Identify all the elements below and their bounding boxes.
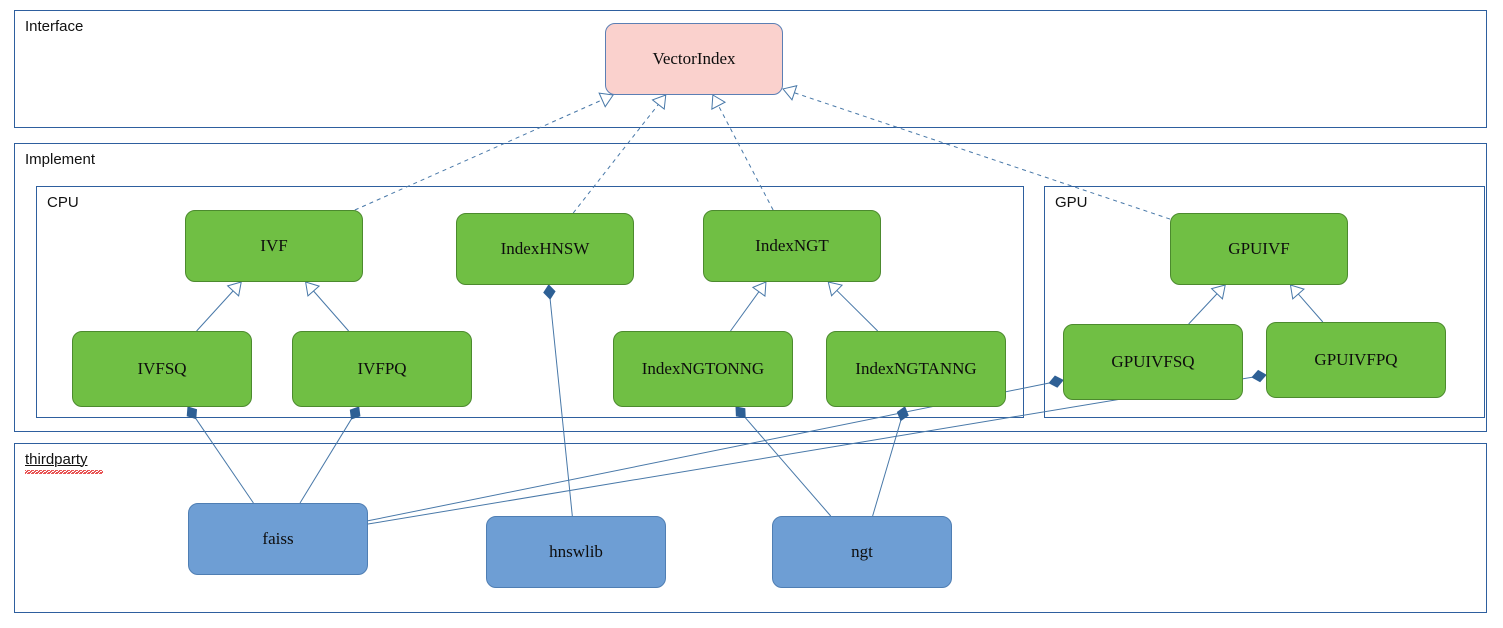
- node-faiss[interactable]: faiss: [188, 503, 368, 575]
- spellcheck-underline-thirdparty: [25, 470, 103, 474]
- node-vectorindex[interactable]: VectorIndex: [605, 23, 783, 95]
- group-label-implement: Implement: [25, 151, 96, 168]
- group-label-cpu: CPU: [47, 194, 79, 211]
- node-indexngtanng[interactable]: IndexNGTANNG: [826, 331, 1006, 407]
- node-hnswlib[interactable]: hnswlib: [486, 516, 666, 588]
- node-indexngtonng[interactable]: IndexNGTONNG: [613, 331, 793, 407]
- node-indexhnsw[interactable]: IndexHNSW: [456, 213, 634, 285]
- node-gpuivf[interactable]: GPUIVF: [1170, 213, 1348, 285]
- node-gpuivfsq[interactable]: GPUIVFSQ: [1063, 324, 1243, 400]
- group-label-interface: Interface: [25, 18, 84, 35]
- group-label-gpu: GPU: [1055, 194, 1088, 211]
- node-ivfsq[interactable]: IVFSQ: [72, 331, 252, 407]
- node-ivf[interactable]: IVF: [185, 210, 363, 282]
- group-label-thirdparty: thirdparty: [25, 451, 88, 468]
- node-indexngt[interactable]: IndexNGT: [703, 210, 881, 282]
- node-gpuivfpq[interactable]: GPUIVFPQ: [1266, 322, 1446, 398]
- node-ivfpq[interactable]: IVFPQ: [292, 331, 472, 407]
- node-ngt[interactable]: ngt: [772, 516, 952, 588]
- group-gpu: [1044, 186, 1485, 418]
